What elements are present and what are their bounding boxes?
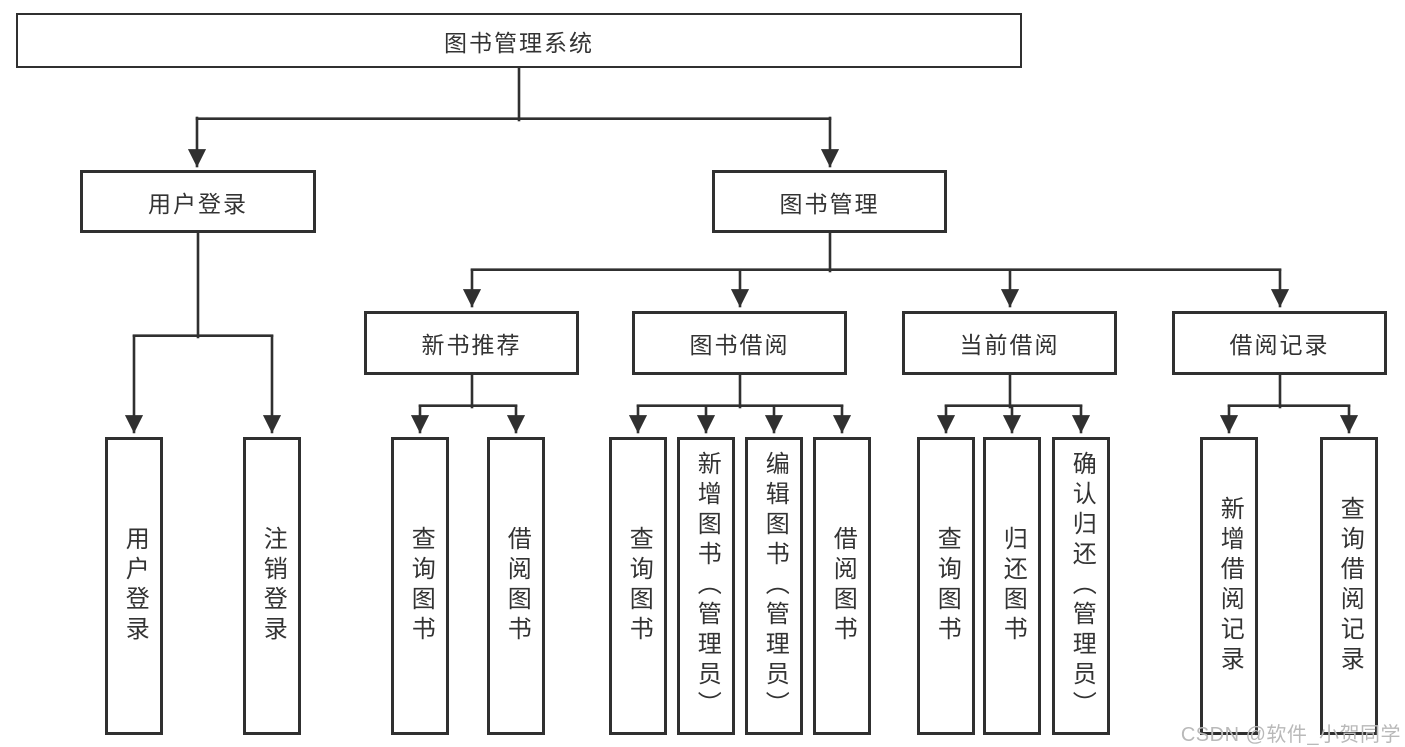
node-label: 查询借阅记录 <box>1336 496 1364 676</box>
node-query-book: 查询图书 <box>917 437 975 735</box>
node-current-borrow: 当前借阅 <box>902 311 1117 375</box>
node-label: 注销登录 <box>259 526 287 646</box>
node-label: 用户登录 <box>148 190 248 217</box>
node-label: 图书管理系统 <box>444 29 594 56</box>
node-label: 编辑图书（管理员） <box>761 451 789 721</box>
node-borrow-record: 借阅记录 <box>1172 311 1387 375</box>
node-book-management: 图书管理 <box>712 170 947 233</box>
node-query-book: 查询图书 <box>391 437 449 735</box>
node-return-book: 归还图书 <box>983 437 1041 735</box>
csdn-watermark: CSDN @软件_小贺同学 <box>1180 724 1401 746</box>
node-borrow-book: 借阅图书 <box>813 437 871 735</box>
node-library-system: 图书管理系统 <box>16 13 1022 68</box>
node-label: 图书管理 <box>779 190 880 217</box>
node-add-book-admin: 新增图书（管理员） <box>677 437 735 735</box>
node-label: 用户登录 <box>121 526 149 646</box>
node-logout: 注销登录 <box>243 437 301 735</box>
node-edit-book-admin: 编辑图书（管理员） <box>745 437 803 735</box>
node-book-borrow: 图书借阅 <box>632 311 847 375</box>
node-label: 归还图书 <box>999 526 1027 646</box>
node-label: 新增图书（管理员） <box>693 451 721 721</box>
node-label: 借阅图书 <box>503 526 531 646</box>
node-label: 当前借阅 <box>959 332 1060 358</box>
node-borrow-book: 借阅图书 <box>487 437 545 735</box>
node-query-borrow-record: 查询借阅记录 <box>1320 437 1378 735</box>
node-query-book: 查询图书 <box>609 437 667 735</box>
node-label: 借阅图书 <box>829 526 857 646</box>
node-label: 查询图书 <box>625 526 653 646</box>
node-label: 新书推荐 <box>421 332 522 358</box>
node-new-book-recommend: 新书推荐 <box>364 311 579 375</box>
node-user-login: 用户登录 <box>80 170 316 233</box>
node-confirm-return-admin: 确认归还（管理员） <box>1052 437 1110 735</box>
node-label: 新增借阅记录 <box>1216 496 1244 676</box>
node-add-borrow-record: 新增借阅记录 <box>1200 437 1258 735</box>
node-label: 查询图书 <box>933 526 961 646</box>
node-user-login-leaf: 用户登录 <box>105 437 163 735</box>
node-label: 确认归还（管理员） <box>1068 451 1096 721</box>
node-label: 图书借阅 <box>689 332 790 358</box>
node-label: 查询图书 <box>407 526 435 646</box>
node-label: 借阅记录 <box>1229 332 1330 358</box>
